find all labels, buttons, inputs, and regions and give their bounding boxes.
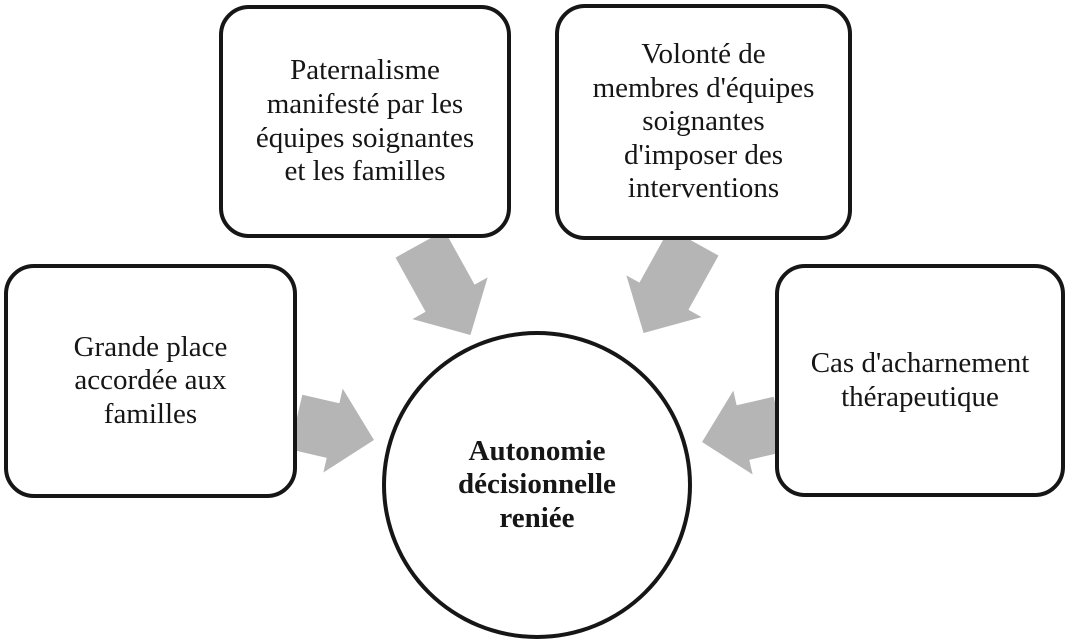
box-volonte: Volonté de membres d'équipes soignantes … [555,4,852,240]
arrow-grande-place-to-center-icon [289,388,374,473]
center-circle-label: Autonomie décisionnelle reniée [458,434,616,534]
arrow-acharnement-to-center-icon [702,390,787,475]
box-paternalisme-label: Paternalisme manifesté par les équipes s… [255,54,475,188]
box-grande-place: Grande place accordée aux familles [4,264,297,498]
arrow-volonte-to-center-icon [626,228,719,333]
box-paternalisme: Paternalisme manifesté par les équipes s… [219,5,511,238]
box-volonte-label: Volonté de membres d'équipes soignantes … [592,37,815,205]
box-grande-place-label: Grande place accordée aux familles [73,330,228,430]
box-acharnement-label: Cas d'acharnement thérapeutique [810,346,1030,413]
arrow-paternalisme-to-center-icon [395,230,488,335]
box-acharnement: Cas d'acharnement thérapeutique [775,264,1065,497]
center-circle: Autonomie décisionnelle reniée [382,331,692,639]
